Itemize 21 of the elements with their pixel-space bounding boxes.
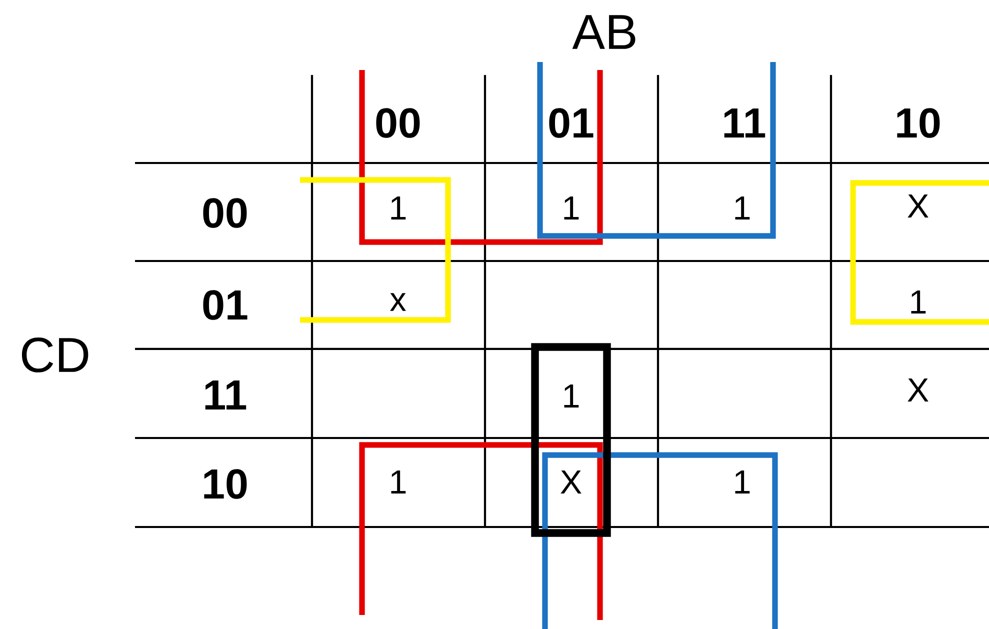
cell-value: x [390,293,406,311]
header-label: 01 [203,290,248,320]
cell-value: 1 [911,290,926,314]
header-label: 00 [376,108,420,138]
cell-value: 1 [735,470,750,494]
axis-label: AB [572,15,636,49]
cell-value: X [908,194,928,218]
cell-value: 1 [391,196,406,220]
cell-value: 1 [391,470,406,494]
cell-value: 1 [564,196,579,220]
header-label: 01 [549,108,594,138]
header-label: 11 [205,380,246,410]
cell-value: X [908,378,928,402]
header-label: 00 [203,198,247,228]
cell-value: X [560,470,582,494]
cell-value: 1 [735,196,750,220]
header-label: 11 [724,108,766,138]
cell-value: 1 [564,384,579,408]
axis-label: CD [22,338,88,372]
header-label: 10 [204,469,247,499]
header-label: 10 [897,108,940,138]
